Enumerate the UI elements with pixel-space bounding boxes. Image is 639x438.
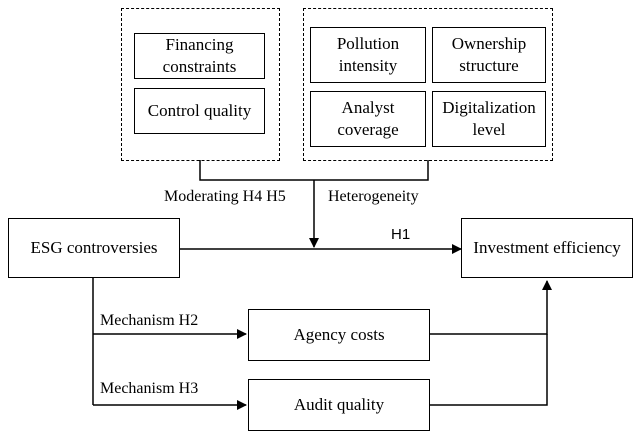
heterogeneity-connector (314, 160, 429, 181)
heterogeneity-group (303, 8, 553, 161)
mechanism-h3-label: Mechanism H3 (100, 380, 199, 397)
audit-quality-box: Audit quality (248, 379, 430, 431)
esg-controversies-box: ESG controversies (8, 218, 180, 278)
investment-efficiency-box: Investment efficiency (461, 218, 633, 278)
moderator-connector (199, 160, 314, 181)
agency-costs-box: Agency costs (248, 309, 430, 361)
heterogeneity-label: Heterogeneity (328, 188, 419, 205)
moderating-label: Moderating H4 H5 (164, 188, 286, 205)
agency-to-efficiency-arrow (430, 280, 552, 335)
pollution-intensity-box: Pollution intensity (310, 27, 426, 83)
digitalization-level-box: Digitalization level (432, 91, 546, 147)
control-quality-box: Control quality (134, 88, 265, 134)
h1-label: H1 (391, 226, 411, 243)
mechanism-h2-label: Mechanism H2 (100, 312, 199, 329)
ownership-structure-box: Ownership structure (432, 27, 546, 83)
audit-to-efficiency-arrow (430, 334, 548, 406)
analyst-coverage-box: Analyst coverage (310, 91, 426, 147)
financing-constraints-box: Financing constraints (134, 33, 265, 79)
moderators-group (121, 8, 280, 161)
